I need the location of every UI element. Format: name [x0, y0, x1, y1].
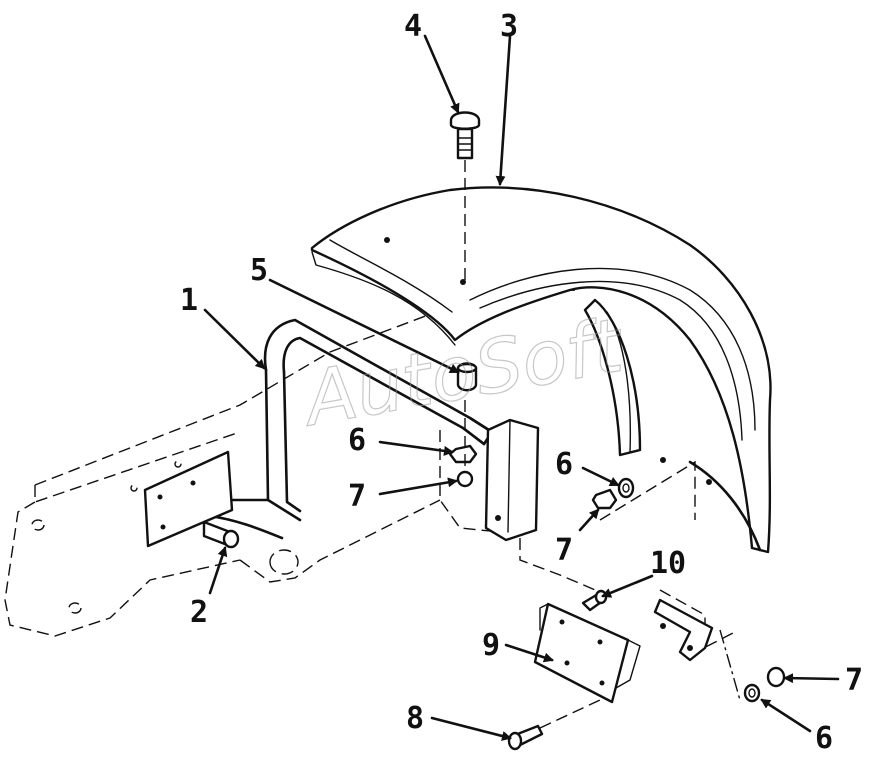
callout-5: 5: [250, 253, 268, 288]
callout-6-bottom: 6: [815, 721, 833, 756]
hardware-bottom-right: [743, 666, 786, 703]
callout-7-bottom: 7: [845, 663, 863, 698]
bolt-8: [507, 699, 601, 751]
leader-lines: [203, 34, 840, 741]
fender: [310, 186, 772, 554]
callout-10: 10: [650, 546, 686, 581]
lower-plate: [533, 598, 714, 704]
callout-9: 9: [482, 628, 500, 663]
callout-6-right: 6: [555, 447, 573, 482]
callout-8: 8: [406, 701, 424, 736]
center-bracket: [456, 362, 540, 542]
bolt-10: [581, 589, 608, 612]
left-plate: [143, 450, 240, 549]
callout-4: 4: [404, 9, 422, 44]
bolt-4: [449, 111, 481, 282]
hardware-right: [591, 477, 635, 510]
callout-6-center: 6: [348, 423, 366, 458]
callout-3: 3: [500, 9, 518, 44]
callout-1: 1: [180, 283, 198, 318]
callout-2: 2: [190, 595, 208, 630]
callout-7-center: 7: [348, 479, 366, 514]
callout-7-right: 7: [555, 533, 573, 568]
